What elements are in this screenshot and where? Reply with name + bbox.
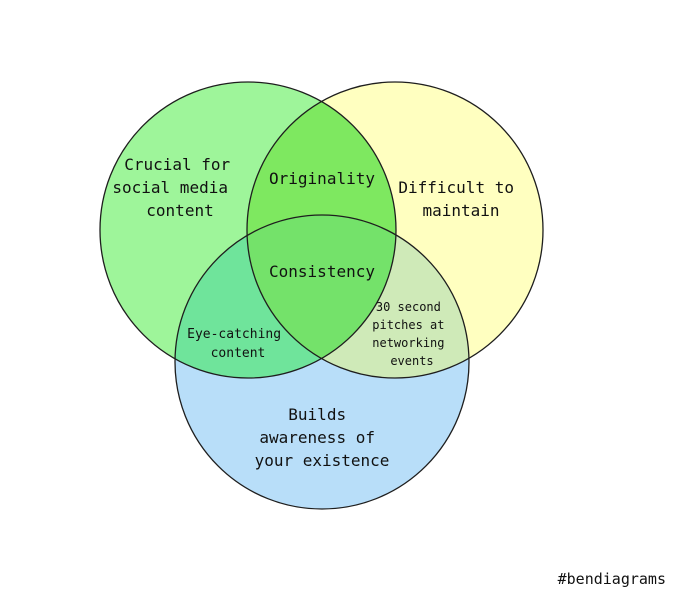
label-green: Crucial for social media content <box>112 155 239 220</box>
label-originality: Originality <box>269 169 375 188</box>
label-eye-catching: Eye-catching content <box>187 327 289 361</box>
label-yellow: Difficult to maintain <box>398 178 523 220</box>
circle-outlines <box>99 81 544 510</box>
outline-green <box>99 81 397 379</box>
outline-yellow <box>246 81 544 379</box>
hashtag-text: #bendiagrams <box>557 570 666 588</box>
outline-blue <box>174 214 470 510</box>
label-blue: Builds awareness of your existence <box>255 405 390 470</box>
label-consistency: Consistency <box>269 262 375 281</box>
label-pitches: 30 second pitches at networking events <box>372 300 451 368</box>
